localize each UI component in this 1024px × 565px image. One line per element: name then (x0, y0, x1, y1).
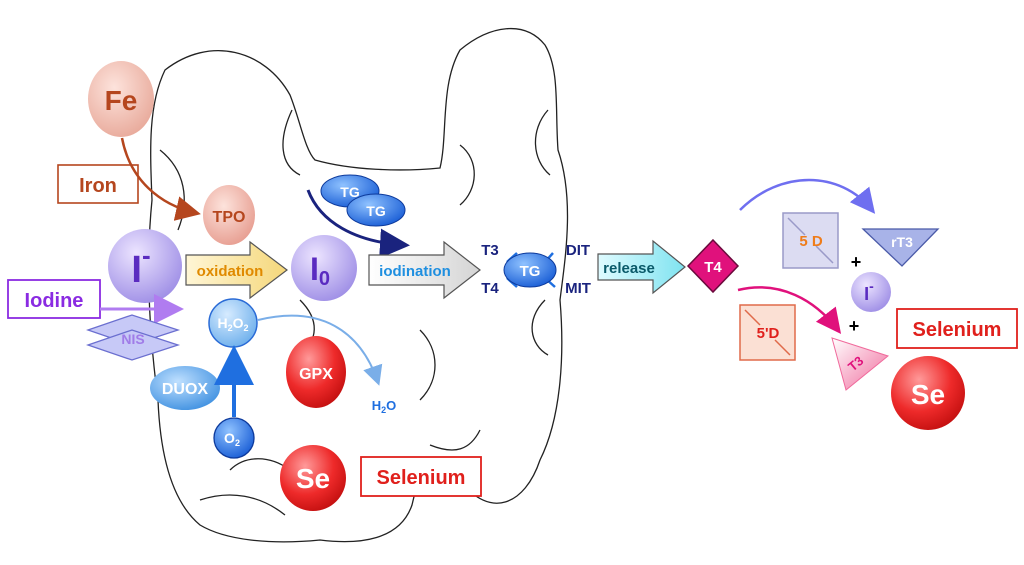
t4-to-t3-arrow (737, 286, 842, 334)
t3-right-label: T3 (845, 353, 866, 374)
selenium-center-label: Selenium (377, 467, 466, 489)
iodination-arrow (368, 240, 481, 300)
h2o2-label: H2O2 (217, 315, 248, 333)
selenium-center-box (360, 456, 482, 497)
iron-label: Iron (79, 175, 117, 197)
oxidation-arrow (185, 240, 288, 300)
oxidation-label: oxidation (197, 263, 264, 280)
iron-to-tpo-arrow (120, 137, 201, 221)
fe-label: Fe (105, 85, 138, 116)
rt3-triangle (861, 228, 940, 267)
selenium-center-sphere (280, 445, 346, 511)
se-center-label: Se (296, 463, 330, 494)
tg-b-label: TG (366, 203, 386, 219)
tpo-sphere (203, 185, 255, 245)
d5-label: 5 D (799, 233, 823, 250)
selenium-right-label: Selenium (913, 319, 1002, 341)
selenium-right-box (896, 308, 1018, 349)
plus-sign-2: + (849, 316, 860, 336)
iodide-right-sphere (851, 272, 891, 312)
t4-diamond-label: T4 (704, 259, 722, 276)
h2o-label: H2O (372, 398, 397, 415)
deiodinase-5prime-d-box (739, 304, 796, 361)
h2o2-to-h2o-arrow (257, 314, 383, 386)
gpx-label: GPX (299, 366, 333, 383)
se-right-label: Se (911, 379, 945, 410)
d5p-label: 5'D (757, 325, 780, 342)
release-label: release (603, 260, 655, 277)
tg-ellipse-b (346, 193, 406, 227)
tpo-label: TPO (213, 209, 246, 226)
iodination-label: iodination (379, 263, 451, 280)
rt3-label: rT3 (891, 234, 913, 250)
iron-fe-sphere (88, 61, 154, 137)
nis-transporter (85, 314, 181, 361)
nis-label: NIS (121, 331, 144, 347)
o2-label: O2 (224, 430, 240, 448)
t4-diamond (686, 238, 740, 294)
gpx-ellipse (286, 336, 346, 408)
t4-label: T4 (481, 280, 499, 297)
iodide-sphere (108, 229, 182, 303)
elemental-iodine-sphere (291, 235, 357, 301)
tg-to-iodination-arrow (306, 189, 410, 259)
duox-ellipse (150, 366, 220, 410)
t4-to-rt3-arrow (739, 178, 876, 214)
mit-label: MIT (565, 280, 591, 297)
iodide-right-label: I- (864, 278, 874, 304)
selenium-right-sphere (891, 356, 965, 430)
dit-label: DIT (566, 242, 590, 259)
tg-center-ellipse (503, 252, 557, 288)
o2-circle (213, 417, 255, 459)
thyroid-gland-outline (148, 27, 569, 543)
i0-label: I0 (310, 251, 330, 290)
iodide-label: I- (131, 240, 150, 291)
duox-label: DUOX (162, 381, 209, 398)
iodine-label-box (7, 279, 101, 319)
t3-label: T3 (481, 242, 499, 259)
tg-a-label: TG (340, 184, 360, 200)
deiodinase-5d-box (782, 212, 839, 269)
release-arrow (597, 239, 686, 295)
iodine-label: Iodine (25, 290, 84, 312)
iron-label-box (57, 164, 139, 204)
plus-sign-1: + (851, 252, 862, 272)
t3-triangle (831, 337, 890, 391)
tg-center-label: TG (520, 263, 541, 280)
